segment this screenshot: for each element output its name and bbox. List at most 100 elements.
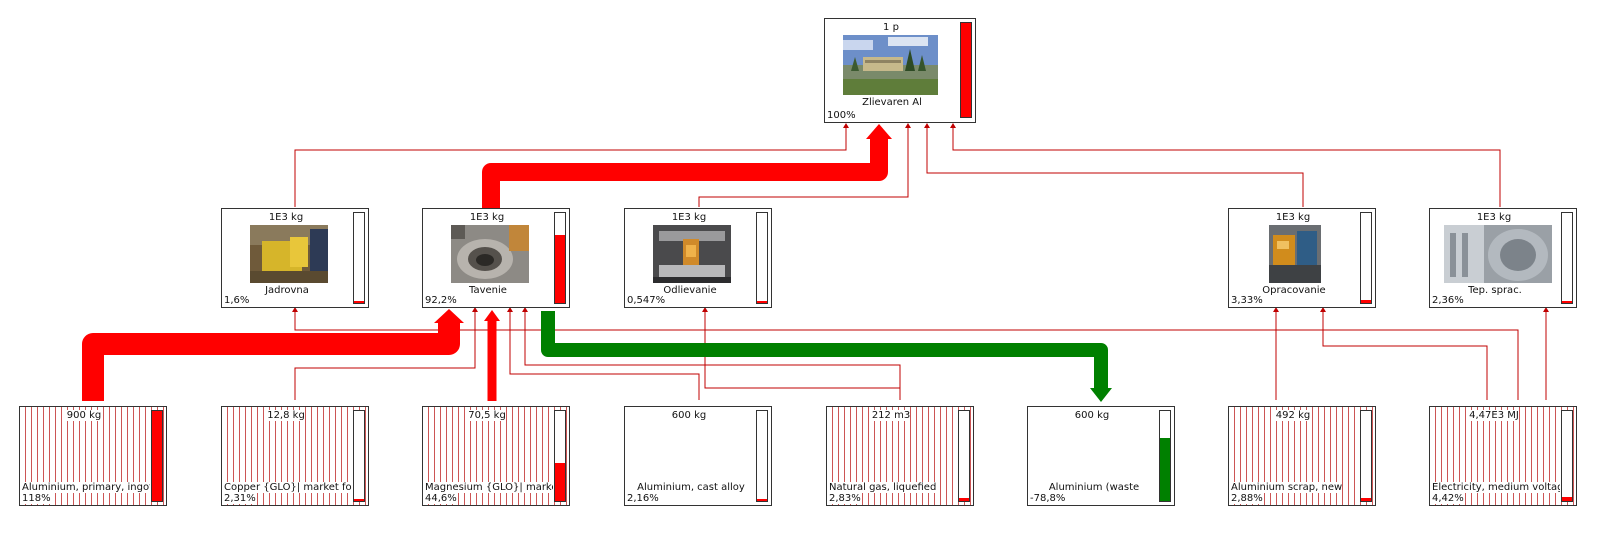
flow-tavenie-to-al-waste bbox=[541, 311, 1108, 388]
gauge-fill bbox=[1160, 438, 1170, 501]
input-node-electricity[interactable]: 4,47E3 MJ Electricity, medium voltage 4,… bbox=[1429, 406, 1577, 506]
flow-arrowhead bbox=[434, 309, 464, 323]
process-node-tep-sprac[interactable]: 1E3 kg Tep. sprac. 2,36% bbox=[1429, 208, 1577, 308]
gauge-fill bbox=[152, 411, 162, 501]
contribution-gauge bbox=[958, 410, 970, 502]
node-name: Opracovanie bbox=[1262, 285, 1326, 296]
node-percent: 2,83% bbox=[829, 493, 861, 504]
machining-photo bbox=[1269, 225, 1321, 283]
contribution-gauge bbox=[554, 410, 566, 502]
root-process-node[interactable]: 1 p Zlievaren Al 100% bbox=[824, 18, 976, 123]
node-amount: 492 kg bbox=[1275, 410, 1311, 421]
node-name: Zlievaren Al bbox=[862, 97, 922, 108]
input-node-aluminium-primary[interactable]: 900 kg Aluminium, primary, ingot 118% bbox=[19, 406, 167, 506]
arrowhead bbox=[1273, 307, 1279, 312]
gauge-fill bbox=[1361, 498, 1371, 501]
node-percent: 2,31% bbox=[224, 493, 256, 504]
gauge-fill bbox=[757, 498, 767, 501]
input-node-aluminium-scrap[interactable]: 492 kg Aluminium scrap, new 2,88% bbox=[1228, 406, 1376, 506]
node-name: Odlievanie bbox=[663, 285, 717, 296]
heat-treatment-photo bbox=[1444, 225, 1552, 283]
input-node-magnesium[interactable]: 70,5 kg Magnesium {GLO}| market 44,6% bbox=[422, 406, 570, 506]
node-amount: 1E3 kg bbox=[671, 212, 707, 223]
gauge-fill bbox=[1361, 300, 1371, 303]
node-name: Natural gas, liquefied bbox=[829, 482, 937, 493]
arrowhead bbox=[1543, 307, 1549, 312]
link-opracovanie-to-root bbox=[926, 128, 1304, 207]
core-workshop-photo bbox=[250, 225, 328, 283]
gauge-fill bbox=[1562, 300, 1572, 303]
node-name: Aluminium, primary, ingot bbox=[22, 482, 150, 493]
flow-arrowhead bbox=[484, 310, 500, 321]
link-al-cast-to-tavenie bbox=[509, 312, 700, 400]
arrowhead bbox=[702, 307, 708, 312]
contribution-gauge bbox=[554, 212, 566, 304]
node-amount: 600 kg bbox=[1074, 410, 1110, 421]
node-percent: 2,88% bbox=[1231, 493, 1263, 504]
node-percent: 92,2% bbox=[425, 295, 457, 306]
node-amount: 70,5 kg bbox=[468, 410, 506, 421]
arrowhead bbox=[950, 123, 956, 128]
node-amount: 12,8 kg bbox=[267, 410, 305, 421]
contribution-gauge bbox=[1360, 410, 1372, 502]
factory-photo bbox=[843, 35, 938, 95]
flow-tavenie-to-root bbox=[482, 138, 888, 208]
output-node-aluminium-waste[interactable]: 600 kg Aluminium (waste -78,8% bbox=[1027, 406, 1175, 506]
node-name: Aluminium scrap, new bbox=[1231, 482, 1343, 493]
arrowhead bbox=[472, 307, 478, 312]
link-electricity-to-opracovanie bbox=[1322, 312, 1488, 400]
node-percent: 44,6% bbox=[425, 493, 457, 504]
node-amount: 1E3 kg bbox=[1476, 212, 1512, 223]
gauge-fill bbox=[1562, 497, 1572, 501]
node-percent: 2,16% bbox=[627, 493, 659, 504]
node-percent: 118% bbox=[22, 493, 51, 504]
contribution-gauge bbox=[1561, 410, 1573, 502]
input-node-aluminium-cast-alloy[interactable]: 600 kg Aluminium, cast alloy 2,16% bbox=[624, 406, 772, 506]
contribution-gauge bbox=[960, 22, 972, 118]
input-node-natural-gas[interactable]: 212 m3 Natural gas, liquefied 2,83% bbox=[826, 406, 974, 506]
node-amount: 1E3 kg bbox=[268, 212, 304, 223]
contribution-gauge bbox=[756, 410, 768, 502]
arrowhead bbox=[843, 123, 849, 128]
process-node-tavenie[interactable]: 1E3 kg Tavenie 92,2% bbox=[422, 208, 570, 308]
node-amount: 1 p bbox=[883, 22, 899, 33]
arrowhead bbox=[905, 123, 911, 128]
node-amount: 1E3 kg bbox=[469, 212, 505, 223]
gauge-fill bbox=[555, 234, 565, 303]
node-percent: 100% bbox=[827, 110, 856, 121]
gauge-fill bbox=[555, 463, 565, 501]
arrowhead bbox=[1320, 307, 1326, 312]
process-node-opracovanie[interactable]: 1E3 kg Opracovanie 3,33% bbox=[1228, 208, 1376, 308]
link-copper-to-tavenie bbox=[294, 312, 476, 400]
contribution-gauge bbox=[1360, 212, 1372, 304]
flow-al-primary-to-tavenie bbox=[82, 322, 460, 401]
process-node-jadrovna[interactable]: 1E3 kg Jadrovna 1,6% bbox=[221, 208, 369, 308]
melting-furnace-photo bbox=[451, 225, 529, 283]
link-electricity-to-jadrovna bbox=[294, 312, 1519, 400]
arrowhead bbox=[507, 307, 513, 312]
link-natural-gas-to-tavenie bbox=[524, 312, 901, 400]
contribution-gauge bbox=[756, 212, 768, 304]
link-jadrovna-to-root bbox=[294, 128, 847, 207]
contribution-gauge bbox=[1159, 410, 1171, 502]
node-amount: 1E3 kg bbox=[1275, 212, 1311, 223]
link-odlievanie-to-root bbox=[698, 128, 909, 207]
node-name: Tavenie bbox=[469, 285, 507, 296]
node-name: Tep. sprac. bbox=[1468, 285, 1522, 296]
gauge-fill bbox=[757, 300, 767, 303]
node-name: Aluminium, cast alloy bbox=[637, 482, 745, 493]
node-percent: 3,33% bbox=[1231, 295, 1263, 306]
node-percent: 0,547% bbox=[627, 295, 666, 306]
gauge-fill bbox=[354, 300, 364, 303]
flow-arrowhead bbox=[866, 124, 892, 139]
flow-arrowhead bbox=[1090, 388, 1112, 402]
contribution-gauge bbox=[151, 410, 163, 502]
input-node-copper[interactable]: 12,8 kg Copper {GLO}| market for 2,31% bbox=[221, 406, 369, 506]
node-amount: 600 kg bbox=[671, 410, 707, 421]
process-node-odlievanie[interactable]: 1E3 kg Odlievanie 0,547% bbox=[624, 208, 772, 308]
arrowhead bbox=[924, 123, 930, 128]
arrowhead bbox=[522, 307, 528, 312]
node-name: Jadrovna bbox=[265, 285, 309, 296]
node-amount: 4,47E3 MJ bbox=[1469, 410, 1519, 421]
